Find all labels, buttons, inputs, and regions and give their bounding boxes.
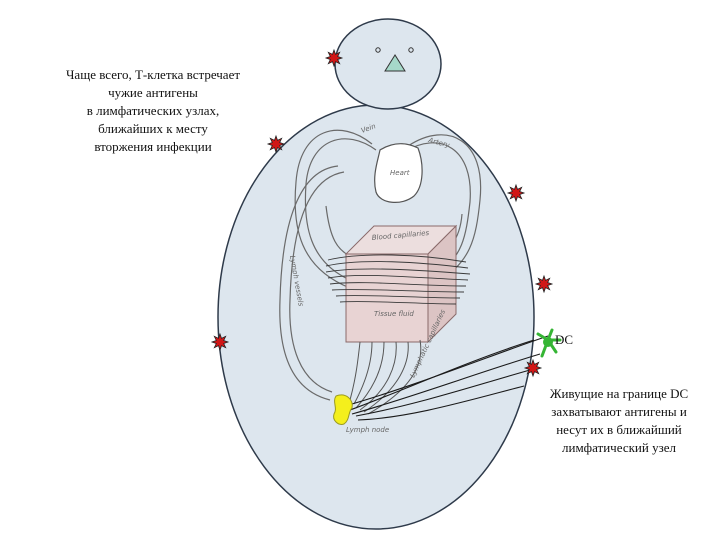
dc-label: DC xyxy=(555,332,574,347)
tissue-fluid-label: Tissue fluid xyxy=(374,310,414,318)
antigen-star-icon xyxy=(523,358,543,378)
right-eye-icon xyxy=(408,47,414,53)
caption-dc-capture: Живущие на границе DC захватывают антиге… xyxy=(549,386,689,455)
lymph-node: Lymph node xyxy=(333,394,389,434)
heart-label: Heart xyxy=(390,169,410,177)
antigen-star-icon xyxy=(534,274,554,294)
tissue-cube xyxy=(325,224,471,344)
antigen-stars xyxy=(210,48,554,378)
left-eye-icon xyxy=(375,47,381,53)
lymph-vessels-to-dc xyxy=(349,335,549,421)
antigen-star-icon xyxy=(210,332,230,352)
head-outline xyxy=(334,18,442,110)
antigen-star-icon xyxy=(324,48,344,68)
caption-tcell-lymph-nodes: Чаще всего, Т-клетка встречает чужие ант… xyxy=(65,67,241,154)
nose-triangle-icon xyxy=(384,54,406,72)
antigen-star-icon xyxy=(266,134,286,154)
heart-shape xyxy=(374,143,423,203)
antigen-star-icon xyxy=(506,183,526,203)
lymph-node-label: Lymph node xyxy=(346,426,389,434)
dendritic-cell-icon xyxy=(536,328,562,358)
